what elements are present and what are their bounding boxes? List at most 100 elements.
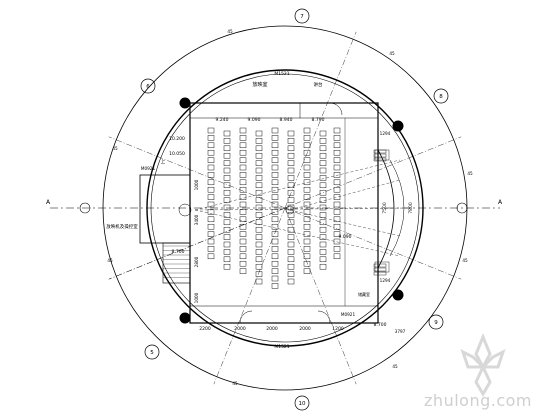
seat: [239, 172, 247, 178]
seat: [333, 216, 341, 223]
seat: [287, 219, 295, 226]
dimension-left: 10.050: [169, 151, 185, 157]
seat: [255, 249, 263, 255]
seat: [223, 241, 231, 248]
seat: [223, 226, 231, 233]
elevation-bottom-right: 8.700: [374, 322, 387, 328]
seat: [255, 197, 263, 203]
seat: [271, 216, 279, 223]
seat: [333, 201, 341, 208]
projector-symbol: [178, 203, 192, 217]
seat: [239, 268, 247, 274]
dimension-right: 7800: [408, 202, 414, 214]
seat: [223, 167, 231, 174]
dimension-left-vertical: 1000: [194, 292, 199, 303]
seat: [333, 149, 341, 156]
column: [392, 120, 404, 132]
seat: [319, 130, 327, 137]
seat: [287, 271, 295, 277]
seat: [223, 234, 231, 240]
seat: [333, 246, 341, 252]
axis-line: [108, 207, 286, 280]
seat: [255, 182, 263, 189]
seat: [271, 127, 279, 134]
seat: [207, 216, 215, 223]
seat: [287, 130, 295, 137]
seat: [287, 241, 295, 248]
seat: [333, 142, 341, 149]
seat: [319, 152, 327, 159]
seat: [303, 164, 311, 171]
seat: [287, 249, 295, 255]
seat: [239, 216, 247, 223]
seat: [319, 160, 327, 166]
seat: [271, 157, 279, 163]
dimension-top: 9.090: [248, 117, 261, 123]
dimension-top: 9.240: [216, 117, 229, 123]
seat: [223, 212, 231, 218]
column: [392, 289, 404, 301]
dimension-left-vertical: 1000: [194, 179, 199, 190]
ring-dimension: 45: [467, 171, 473, 176]
dimension-bottom: 1200: [332, 326, 344, 332]
seat: [287, 160, 295, 166]
door-label-north: M1521: [274, 71, 289, 77]
seat: [239, 164, 247, 171]
seat: [255, 234, 263, 240]
seat: [319, 263, 327, 270]
auditorium-wall: [189, 102, 379, 324]
seat: [255, 241, 263, 248]
seat: [223, 249, 231, 255]
seat: [319, 189, 327, 196]
ring-dimension: 45: [232, 381, 238, 386]
seat: [207, 172, 215, 178]
seat: [223, 256, 231, 263]
seat: [207, 157, 215, 163]
seat: [239, 260, 247, 267]
seat: [239, 179, 247, 186]
stair-up-label: 上: [161, 158, 166, 165]
seat: [255, 278, 263, 285]
stair: [162, 242, 191, 284]
seat: [223, 263, 231, 270]
seat: [303, 268, 311, 274]
seat: [223, 182, 231, 189]
seat: [255, 263, 263, 270]
seat: [373, 267, 387, 272]
seat: [239, 231, 247, 237]
seat: [319, 138, 327, 144]
seat: [303, 216, 311, 223]
elevation-center: 9.090: [339, 234, 352, 240]
room-label-storage: 储藏室: [358, 291, 370, 297]
seat: [223, 145, 231, 152]
seat: [333, 223, 341, 230]
seat: [319, 226, 327, 233]
seat: [239, 201, 247, 208]
seat: [303, 246, 311, 252]
seat: [319, 167, 327, 174]
column: [179, 97, 191, 109]
seat: [319, 219, 327, 226]
dimension-right-small: 3797: [395, 329, 406, 334]
seat: [373, 153, 387, 158]
seat: [287, 182, 295, 189]
elevation-left: 8.700: [172, 249, 185, 255]
seat: [239, 157, 247, 163]
axis-bubble-west-upper: [140, 78, 156, 94]
seat: [255, 219, 263, 226]
seat: [333, 179, 341, 186]
seat: [239, 149, 247, 156]
seat: [223, 138, 231, 144]
seat: [303, 179, 311, 186]
section-marker-right: [456, 202, 468, 214]
seat: [255, 271, 263, 277]
axis-line: [213, 207, 286, 385]
seat: [319, 234, 327, 240]
sightline: [194, 207, 411, 211]
stage-edge: [377, 149, 395, 269]
seat: [271, 209, 279, 215]
axis-line: [284, 31, 357, 209]
sightline: [289, 209, 401, 237]
door-label-south: M1521: [274, 344, 289, 350]
